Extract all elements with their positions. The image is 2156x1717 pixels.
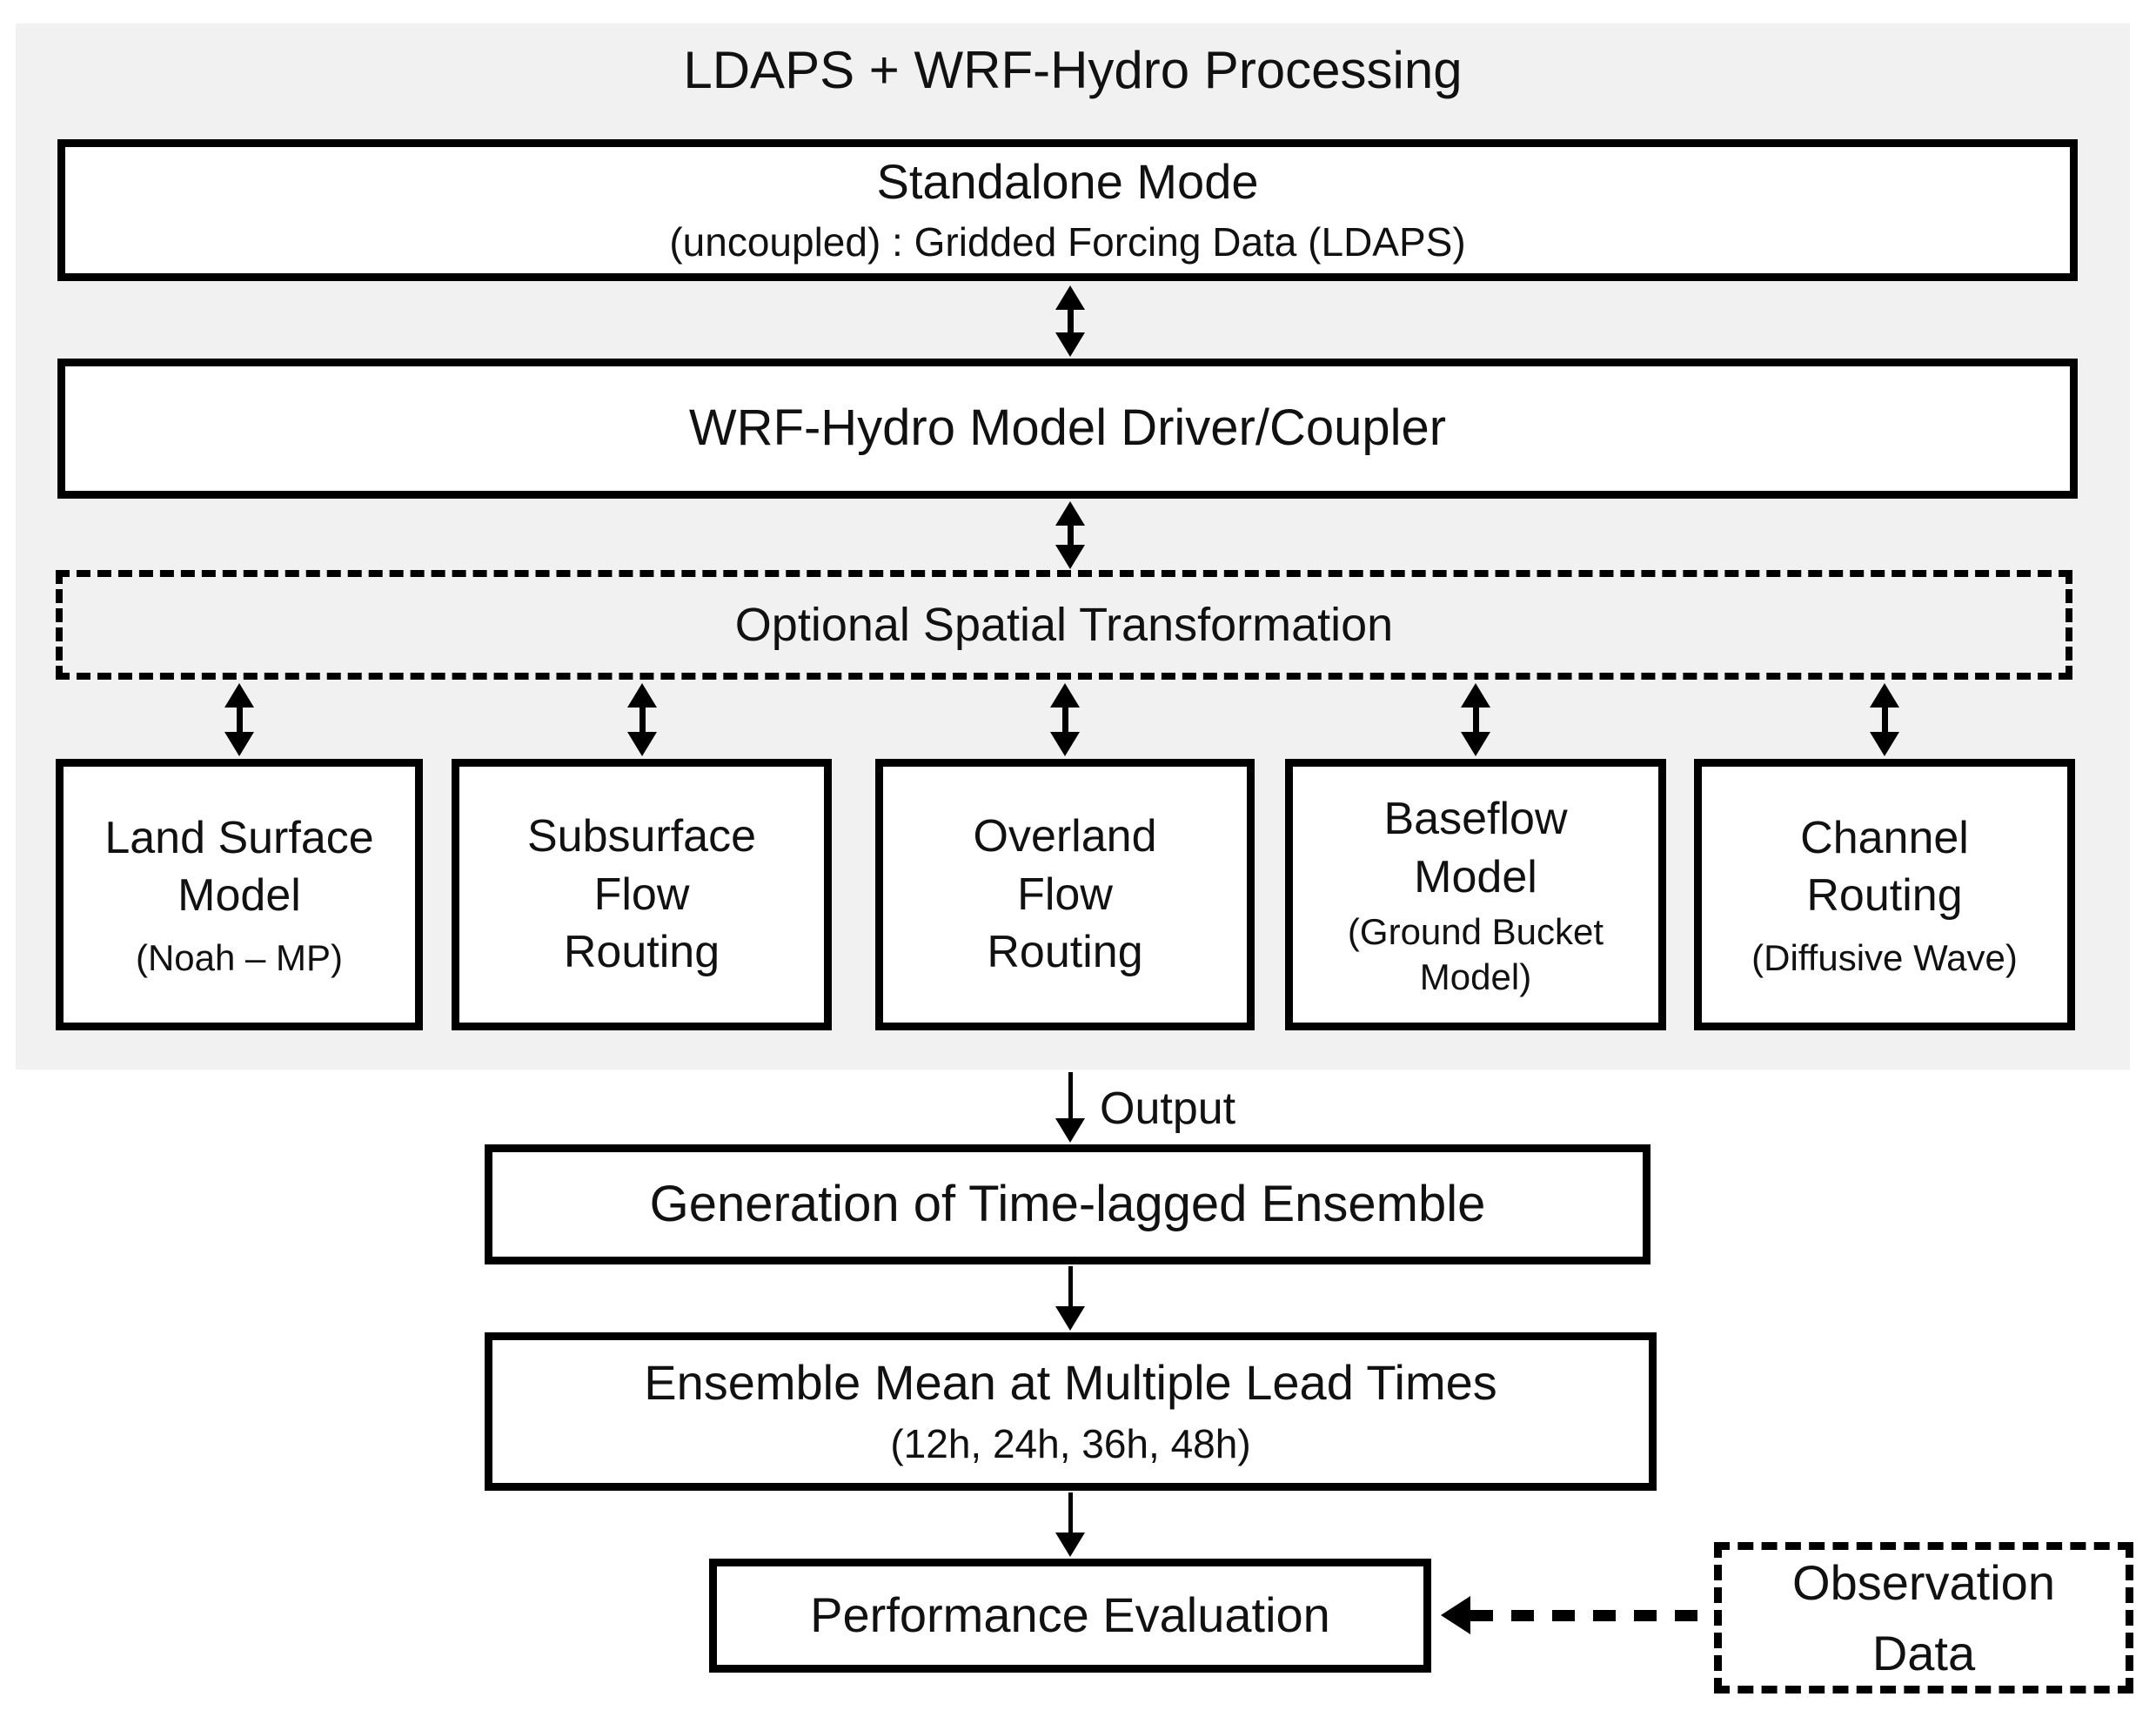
driver-coupler-box: WRF-Hydro Model Driver/Coupler [57, 359, 2078, 499]
bidirectional-arrow-icon [627, 683, 657, 756]
standalone-mode-title: Standalone Mode [876, 153, 1259, 209]
bidirectional-arrow-icon [1050, 683, 1080, 756]
arrow-shaft [236, 702, 243, 737]
baseflow-model-box: Baseflow Model (Ground Bucket Model) [1285, 759, 1666, 1030]
land-surface-model-box: Land Surface Model (Noah – MP) [56, 759, 423, 1030]
arrow-shaft [1067, 305, 1074, 338]
down-arrow-icon [1055, 1266, 1085, 1331]
channel-routing-subtitle: (Diffusive Wave) [1751, 936, 2018, 978]
bidirectional-arrow-icon [224, 683, 254, 756]
bidirectional-arrow-icon [1055, 501, 1085, 569]
arrowhead-down-icon [1055, 1306, 1085, 1331]
arrowhead-down-icon [627, 732, 657, 756]
baseflow-model-title: Baseflow Model [1383, 794, 1568, 902]
arrowhead-down-icon [1055, 332, 1085, 357]
arrow-shaft [1068, 1492, 1073, 1538]
subsurface-flow-routing-title: Subsurface Flow Routing [526, 811, 757, 978]
arrow-shaft [1068, 1072, 1073, 1123]
dashed-left-arrow-icon [1441, 1596, 1714, 1634]
arrow-shaft [1068, 1266, 1073, 1311]
arrow-shaft [639, 702, 646, 737]
standalone-mode-subtitle: (uncoupled) : Gridded Forcing Data (LDAP… [669, 219, 1466, 265]
performance-evaluation-box: Performance Evaluation [709, 1559, 1431, 1673]
land-surface-model-title: Land Surface Model [104, 812, 374, 922]
standalone-mode-box: Standalone Mode (uncoupled) : Gridded Fo… [57, 139, 2078, 281]
dashed-arrow-shaft [1470, 1609, 1714, 1621]
channel-routing-title: Channel Routing [1800, 812, 1969, 922]
ensemble-mean-title: Ensemble Mean at Multiple Lead Times [644, 1355, 1497, 1411]
arrowhead-down-icon [1055, 1533, 1085, 1557]
output-arrow-icon [1055, 1072, 1085, 1143]
performance-evaluation-title: Performance Evaluation [810, 1587, 1330, 1643]
arrowhead-down-icon [1055, 1118, 1085, 1143]
ensemble-mean-box: Ensemble Mean at Multiple Lead Times (12… [485, 1332, 1657, 1491]
land-surface-model-subtitle: (Noah – MP) [135, 936, 344, 978]
arrowhead-down-icon [1870, 732, 1899, 756]
down-arrow-icon [1055, 1492, 1085, 1557]
arrowhead-down-icon [1050, 732, 1080, 756]
bidirectional-arrow-icon [1055, 285, 1085, 357]
baseflow-model-subtitle: (Ground Bucket Model) [1347, 911, 1604, 997]
arrowhead-left-icon [1441, 1596, 1470, 1634]
channel-routing-box: Channel Routing (Diffusive Wave) [1694, 759, 2075, 1030]
arrowhead-down-icon [1461, 732, 1490, 756]
arrow-shaft [1061, 702, 1068, 737]
arrow-shaft [1472, 702, 1479, 737]
overland-flow-routing-box: Overland Flow Routing [875, 759, 1255, 1030]
bidirectional-arrow-icon [1870, 683, 1899, 756]
ensemble-mean-subtitle: (12h, 24h, 36h, 48h) [890, 1420, 1251, 1466]
arrow-shaft [1881, 702, 1888, 737]
observation-data-title: Observation Data [1792, 1554, 2055, 1680]
overland-flow-routing-title: Overland Flow Routing [973, 811, 1157, 978]
arrowhead-down-icon [224, 732, 254, 756]
subsurface-flow-routing-box: Subsurface Flow Routing [452, 759, 832, 1030]
bidirectional-arrow-icon [1461, 683, 1490, 756]
output-label: Output [1100, 1083, 1236, 1134]
optional-transform-title: Optional Spatial Transformation [734, 598, 1394, 651]
arrowhead-down-icon [1055, 545, 1085, 569]
optional-transform-box: Optional Spatial Transformation [56, 570, 2072, 680]
driver-coupler-title: WRF-Hydro Model Driver/Coupler [688, 399, 1447, 457]
observation-data-box: Observation Data [1714, 1542, 2133, 1694]
generation-box: Generation of Time-lagged Ensemble [485, 1144, 1650, 1264]
figure-title: LDAPS + WRF-Hydro Processing [683, 41, 1463, 99]
arrow-shaft [1067, 520, 1074, 550]
generation-title: Generation of Time-lagged Ensemble [649, 1175, 1486, 1232]
